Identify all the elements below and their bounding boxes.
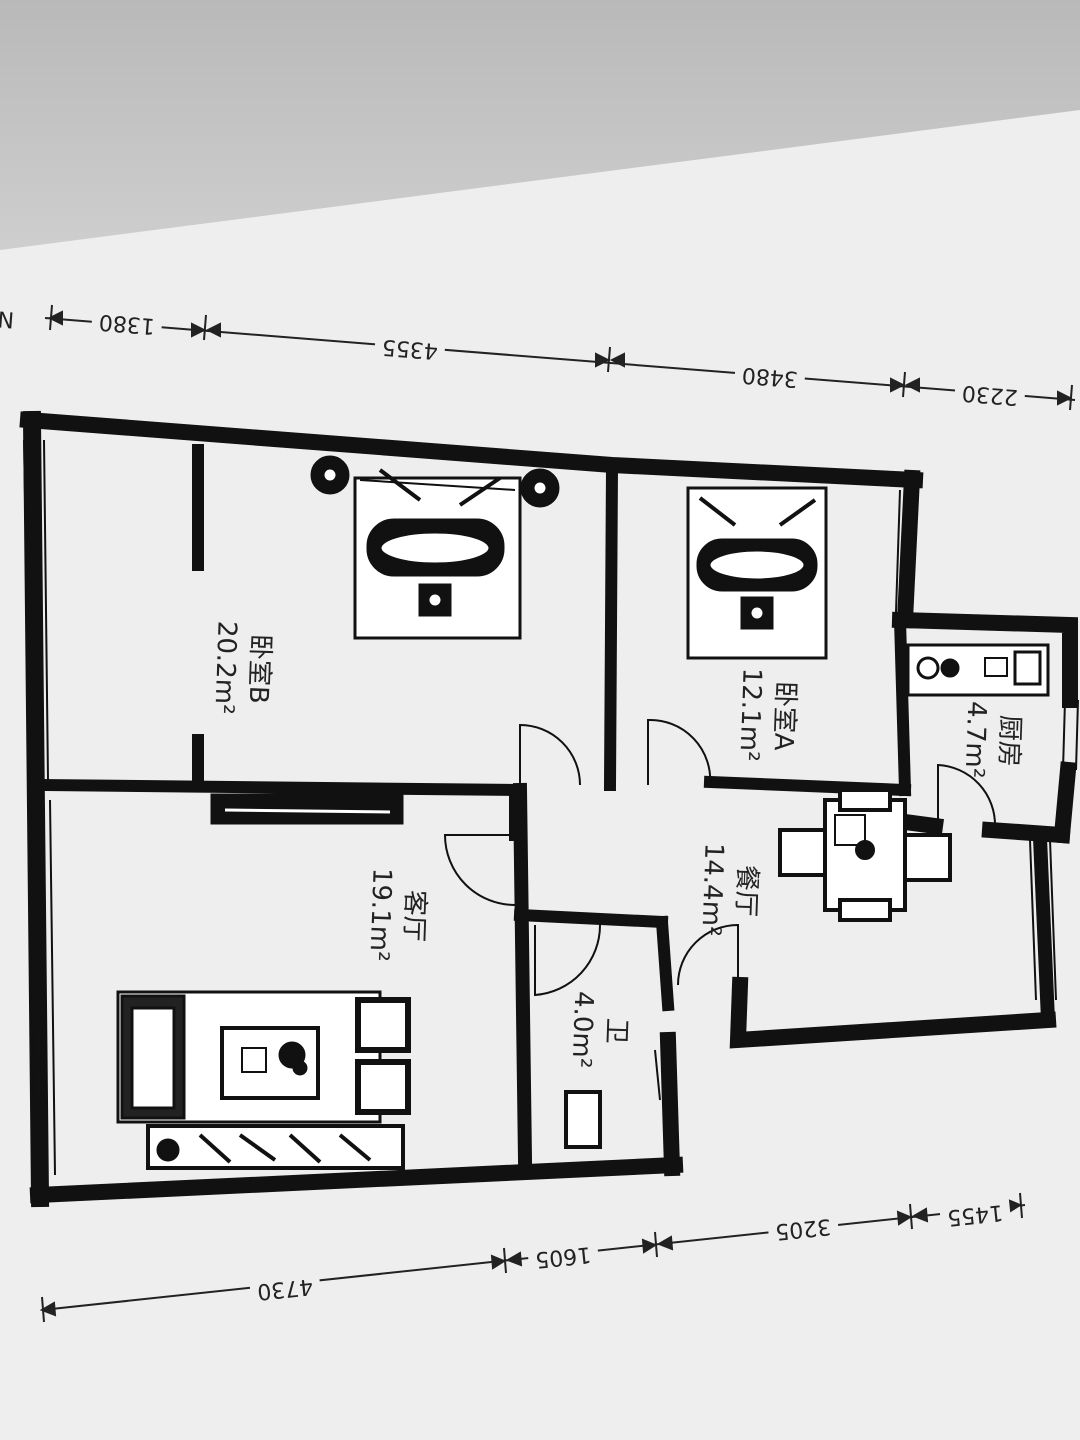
tv-cabinet-icon bbox=[210, 793, 404, 825]
dim-bottom-3205: 3205 bbox=[774, 1213, 832, 1244]
walls bbox=[19, 410, 1078, 1208]
toilet-icon bbox=[564, 1090, 602, 1149]
sofa-icon bbox=[116, 990, 411, 1170]
paper-sheet bbox=[0, 110, 1080, 1440]
windows bbox=[23, 439, 1079, 1176]
dim-bottom-4730: 4730 bbox=[256, 1273, 314, 1304]
room-area-bedroom-b: 20.2m² bbox=[208, 620, 241, 715]
room-name-bedroom-b: 卧室B bbox=[243, 633, 275, 704]
bed-small-icon bbox=[686, 486, 828, 660]
kitchen-counter-icon bbox=[906, 643, 1050, 697]
dim-top-2230: 2230 bbox=[961, 380, 1019, 409]
dim-top-1380: 1380 bbox=[98, 309, 156, 338]
room-area-bath: 4.0m² bbox=[566, 991, 599, 1069]
door-swings bbox=[443, 718, 997, 997]
room-name-dining: 餐厅 bbox=[730, 864, 762, 917]
room-area-dining: 14.4m² bbox=[695, 842, 728, 937]
room-name-kitchen: 厨房 bbox=[993, 714, 1025, 767]
dim-bottom-1605: 1605 bbox=[534, 1241, 592, 1272]
bed-large-icon bbox=[310, 455, 560, 640]
room-area-kitchen: 4.7m² bbox=[959, 701, 992, 779]
room-area-bedroom-a: 12.1m² bbox=[733, 667, 766, 762]
north-marker: N bbox=[0, 305, 15, 331]
room-area-living: 19.1m² bbox=[363, 867, 396, 962]
room-name-bedroom-a: 卧室A bbox=[768, 680, 800, 751]
dim-bottom-1455: 1455 bbox=[946, 1199, 1004, 1230]
room-name-living: 客厅 bbox=[398, 889, 430, 942]
dining-table-icon bbox=[778, 788, 952, 922]
room-name-bath: 卫 bbox=[601, 1017, 632, 1044]
dim-top-4355: 4355 bbox=[381, 334, 439, 363]
top-dimension-line bbox=[44, 304, 1076, 411]
dim-top-3480: 3480 bbox=[741, 362, 799, 391]
